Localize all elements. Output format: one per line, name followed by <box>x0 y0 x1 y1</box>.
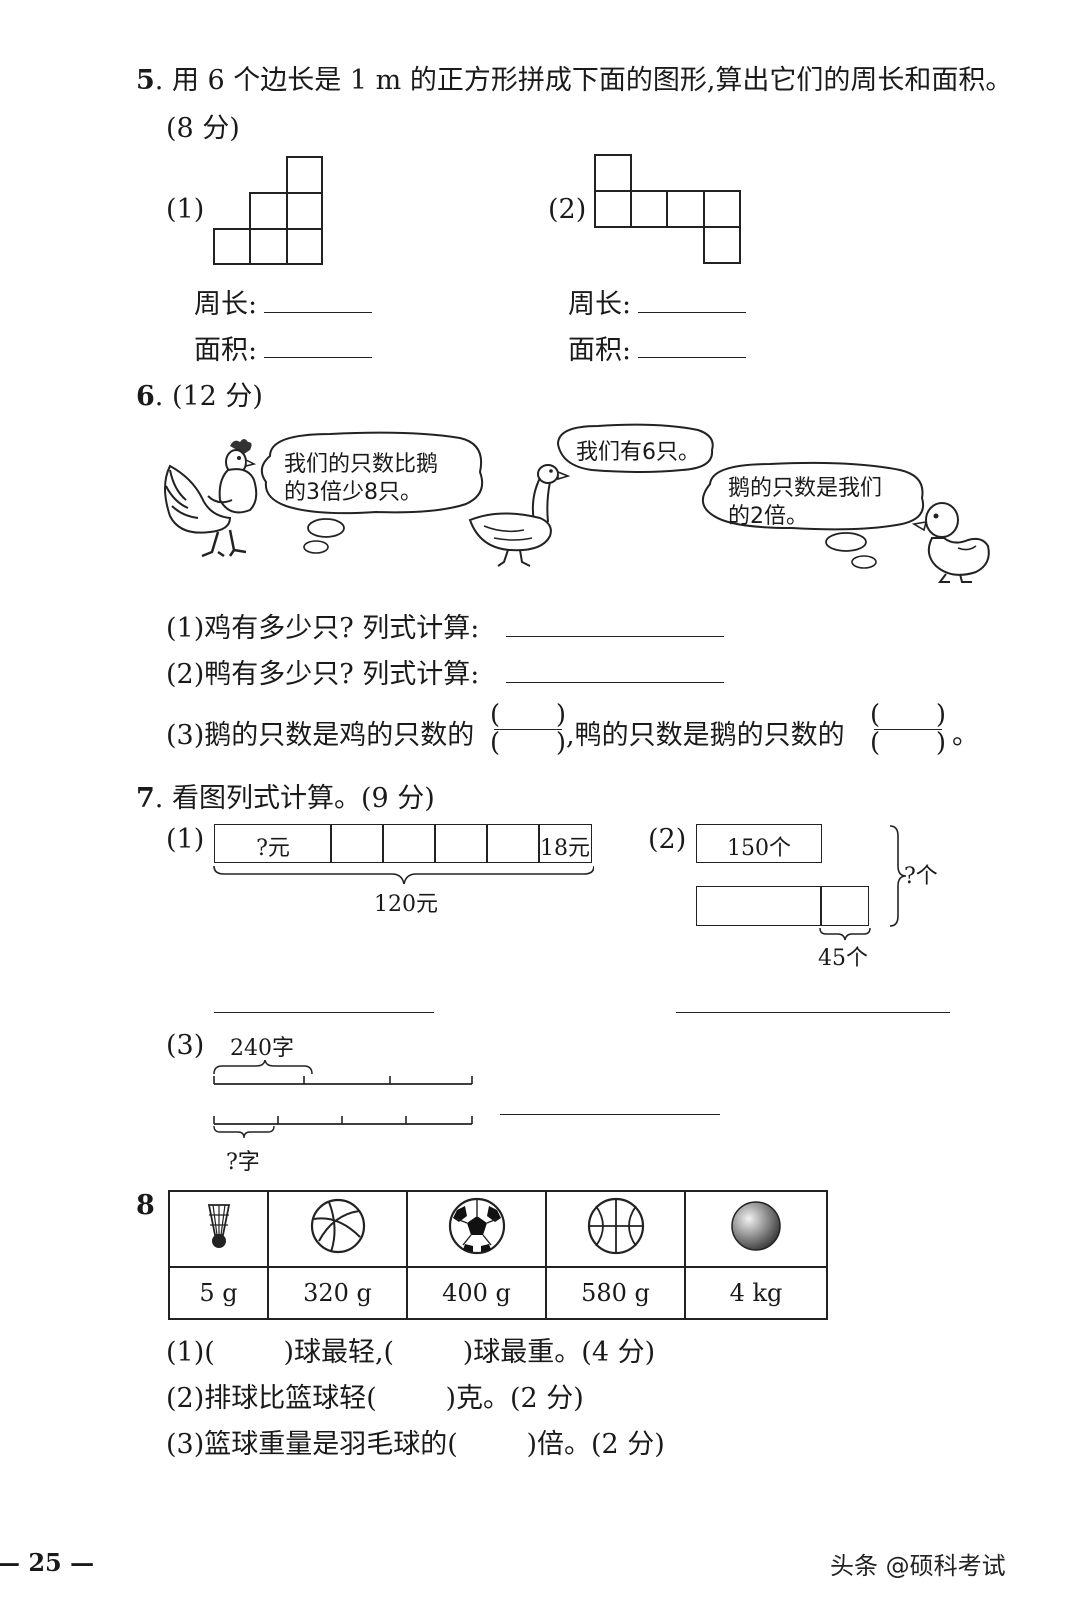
volleyball-cell <box>267 1190 408 1268</box>
q5-text: . 用 6 个边长是 1 m 的正方形拼成下面的图形,算出它们的周长和面积。 <box>154 65 1013 96</box>
q5-figure-1-label: (1) <box>166 194 205 225</box>
q7-fig2-right-brace <box>889 825 906 927</box>
goose-icon <box>468 464 571 567</box>
q7-fig1-answer-line[interactable] <box>214 1012 434 1013</box>
q7-fig1-total: 120元 <box>374 892 438 917</box>
rooster-speech-bubble <box>260 431 484 554</box>
q6-sub2: (2)鸭有多少只? 列式计算: <box>166 659 480 690</box>
q6-fraction-blank-1[interactable]: () () <box>490 700 566 758</box>
weight-basketball: 580 g <box>545 1266 686 1320</box>
q7-fig2-question: ?个 <box>904 864 938 889</box>
q6-points: . (12 分) <box>154 381 263 412</box>
q5-points: (8 分) <box>166 113 240 144</box>
q5-fig1-area-label: 面积: <box>194 335 258 366</box>
q6-sub3-end: 。 <box>952 720 979 751</box>
q7-prompt: 7. 看图列式计算。(9 分) <box>136 776 435 815</box>
weight-shuttlecock: 5 g <box>168 1266 269 1320</box>
shuttlecock-icon <box>207 1204 230 1248</box>
q8-number: 8 <box>136 1190 155 1221</box>
q5-number: 5 <box>136 65 155 96</box>
duck-speech-bubble <box>702 461 924 569</box>
rooster-icon <box>164 439 258 558</box>
q7-fig2-top-bar <box>696 824 822 863</box>
q6-heading: 6. (12 分) <box>136 374 263 413</box>
q5-fig2-perimeter-label: 周长: <box>568 289 632 320</box>
rooster-bubble-line2: 的3倍少8只。 <box>284 480 422 505</box>
basketball-cell <box>545 1190 686 1268</box>
q5-figure-2-label: (2) <box>548 194 587 225</box>
page-number: — 25 — <box>0 1548 95 1577</box>
q7-fig1-label: (1) <box>166 824 205 855</box>
q7-text: . 看图列式计算。(9 分) <box>154 783 435 814</box>
duck-bubble-line1: 鹅的只数是我们 <box>728 476 883 501</box>
volleyball-icon <box>310 1198 365 1254</box>
q5-prompt: 5. 用 6 个边长是 1 m 的正方形拼成下面的图形,算出它们的周长和面积。 <box>136 58 1012 97</box>
q8-sub1: (1)( )球最轻,( )球最重。(4 分) <box>166 1337 656 1368</box>
q6-number: 6 <box>136 381 155 412</box>
q8-icon-row <box>168 1190 828 1268</box>
q5-fig2-area-label: 面积: <box>568 335 632 366</box>
watermark: 头条 @硕科考试 <box>830 1552 1006 1580</box>
weight-soccer-ball: 400 g <box>406 1266 547 1320</box>
goose-bubble-text: 我们有6只。 <box>576 440 700 465</box>
weight-shot-put: 4 kg <box>684 1266 828 1320</box>
q7-fig2-bottom-brace <box>819 927 871 941</box>
shot-put-icon <box>731 1201 781 1251</box>
q5-fig1-area-blank[interactable] <box>264 357 372 358</box>
q7-fig2-top-label: 150个 <box>727 836 791 861</box>
q5-fig1-perimeter-blank[interactable] <box>264 312 372 313</box>
q7-fig3-answer-line[interactable] <box>500 1114 720 1115</box>
q7-fig2-bottom-bar <box>696 886 822 926</box>
q8-weight-row: 5 g 320 g 400 g 580 g 4 kg <box>168 1266 828 1320</box>
q6-sub2-answer-line[interactable] <box>506 682 724 683</box>
q7-fig2-extra-label: 45个 <box>818 946 868 971</box>
shuttlecock-cell <box>168 1190 269 1268</box>
q5-fig1-perimeter-label: 周长: <box>194 289 258 320</box>
q6-sub3-part1: (3)鹅的只数是鸡的只数的 <box>166 720 475 751</box>
soccer-ball-icon <box>448 1197 505 1255</box>
basketball-icon <box>587 1197 644 1255</box>
q5-fig2-area-blank[interactable] <box>638 357 746 358</box>
q8-ball-table: 5 g 320 g 400 g 580 g 4 kg <box>168 1190 828 1320</box>
duck-bubble-line2: 的2倍。 <box>728 504 808 529</box>
q7-fig3-top-label: 240字 <box>230 1036 294 1061</box>
q7-fig1-unknown-label: ?元 <box>256 836 290 861</box>
shot-put-cell <box>684 1190 828 1268</box>
q6-sub1-answer-line[interactable] <box>506 636 724 637</box>
q6-sub1: (1)鸡有多少只? 列式计算: <box>166 613 480 644</box>
q7-fig3-bottom-label: ?字 <box>226 1150 260 1175</box>
rooster-bubble-line1: 我们的只数比鹅 <box>284 452 439 477</box>
q6-fraction-blank-2[interactable]: () () <box>870 700 946 758</box>
q6-sub3-part2: ,鸭的只数是鹅的只数的 <box>566 720 845 751</box>
weight-volleyball: 320 g <box>267 1266 408 1320</box>
q7-number: 7 <box>136 783 155 814</box>
q7-fig2-label: (2) <box>648 824 687 855</box>
q7-fig2-answer-line[interactable] <box>676 1012 950 1013</box>
q7-fig3-diagram <box>213 1060 473 1139</box>
duck-icon <box>911 502 990 583</box>
q7-fig3-label: (3) <box>166 1030 205 1061</box>
q7-fig1-brace <box>213 865 594 885</box>
soccer-ball-cell <box>406 1190 547 1268</box>
q7-fig1-last-label: 18元 <box>540 836 590 861</box>
q8-sub3: (3)篮球重量是羽毛球的( )倍。(2 分) <box>166 1429 665 1460</box>
q5-fig2-perimeter-blank[interactable] <box>638 312 746 313</box>
q7-fig2-extra-segment <box>820 886 869 926</box>
q8-sub2: (2)排球比篮球轻( )克。(2 分) <box>166 1383 584 1414</box>
goose-speech-bubble <box>556 423 714 473</box>
